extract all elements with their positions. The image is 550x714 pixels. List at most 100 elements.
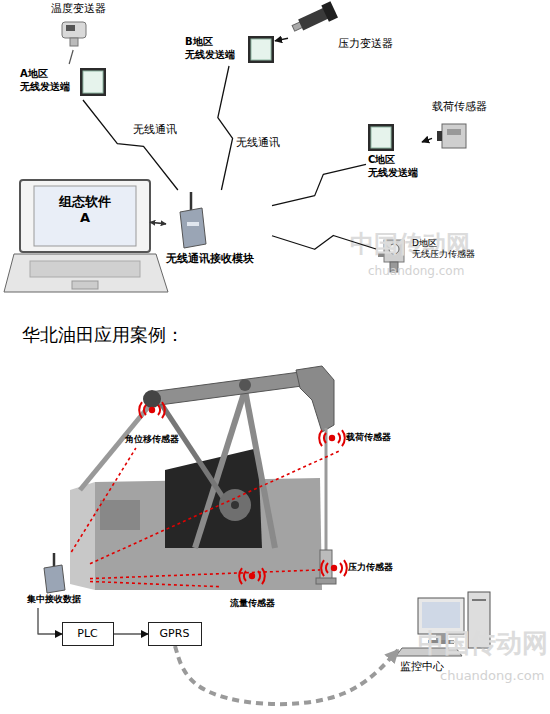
edge-label: 无线通讯 xyxy=(133,123,177,136)
device-stem xyxy=(70,38,78,46)
dashed-connector xyxy=(90,570,320,579)
node-text: 监控中心 xyxy=(400,660,490,674)
device-head xyxy=(321,1,338,22)
connectors xyxy=(38,38,432,704)
crank xyxy=(219,489,251,521)
transmitter-icon xyxy=(248,36,274,63)
arrow-connector xyxy=(38,608,62,634)
laptop-keyboard xyxy=(30,261,140,277)
transmitter-icon xyxy=(80,68,106,96)
receiver-icon xyxy=(180,192,206,248)
transmitter-box: C地区 无线发送端 xyxy=(366,122,422,182)
antenna xyxy=(190,192,193,212)
pressure-sensor: 压力传感器 xyxy=(320,556,420,580)
temperature-transmitter: 温度变送器 xyxy=(45,2,115,50)
temperature-transmitter-icon xyxy=(62,22,86,46)
device-plate xyxy=(447,129,461,135)
node-text: 压力传感器 xyxy=(348,562,418,573)
node-text: 集中接收数据 xyxy=(18,594,90,605)
dashed-connector xyxy=(71,448,136,552)
arrow-connector xyxy=(275,38,288,41)
device-screen xyxy=(66,25,75,31)
transmitter-box: B地区 无线发送端 xyxy=(185,34,275,66)
drive-slot xyxy=(472,599,486,601)
pumpjack-side xyxy=(70,482,95,590)
transmitter-face xyxy=(251,39,271,60)
pressure-sensor: D地区 无线压力传感器 xyxy=(376,232,486,280)
flow-sensor: 流量传感器 xyxy=(220,564,284,612)
watermark: chuandong.com xyxy=(440,668,544,684)
gprs-box: GPRS xyxy=(148,622,202,646)
wellhead-flange xyxy=(316,578,336,584)
pumpjack-motor xyxy=(100,500,140,530)
wireless-link xyxy=(272,164,366,205)
transmitter-frame xyxy=(80,68,106,96)
node-text: 角位移传感器 xyxy=(120,434,184,445)
node-text: A地区 无线发送端 xyxy=(20,68,76,93)
node-text: B地区 无线发送端 xyxy=(185,36,241,61)
node-text: PLC xyxy=(63,627,112,641)
transmitter-face xyxy=(83,71,103,93)
node-text: 载荷传感器 xyxy=(432,100,490,114)
node-text: 流量传感器 xyxy=(220,598,284,609)
wireless-link xyxy=(272,235,376,249)
receiver-body xyxy=(180,208,206,248)
dashed-connector xyxy=(90,450,341,564)
transmitter-box: A地区 无线发送端 xyxy=(20,64,108,100)
device-body xyxy=(62,22,86,38)
monitor-center: 监控中心 xyxy=(398,590,498,674)
edge-label: 无线通讯 xyxy=(236,136,280,149)
arrow-connector xyxy=(150,222,166,224)
section-heading: 华北油田应用案例： xyxy=(22,324,184,346)
pumpjack-illustration xyxy=(70,366,336,590)
samson-post xyxy=(245,390,275,548)
polished-rod xyxy=(325,428,328,552)
receiver-panel xyxy=(187,222,199,226)
arrow-connector xyxy=(114,633,148,634)
load-sensor: 载荷传感器 xyxy=(432,100,490,156)
laptop-icon xyxy=(4,180,168,292)
pressure-transmitter-icon xyxy=(290,1,338,36)
laptop-touchpad xyxy=(72,281,98,289)
walking-beam xyxy=(150,372,302,406)
plc-box: PLC xyxy=(62,622,114,646)
monitor-screen xyxy=(422,602,460,628)
receiver-module: 无线通讯接收模块 xyxy=(166,190,272,268)
transmitter-face xyxy=(371,127,391,148)
pitman-arm xyxy=(160,402,228,505)
watermark: chuandong.com xyxy=(368,264,464,278)
transmitter-frame xyxy=(248,36,274,63)
node-text: 压力变送器 xyxy=(338,37,398,51)
node-text: 载荷传感器 xyxy=(346,432,416,443)
laptop-base xyxy=(4,254,168,292)
angle-sensor: 角位移传感器 xyxy=(120,396,184,448)
arrow-connector xyxy=(422,138,432,142)
wireless-symbol xyxy=(139,402,165,418)
load-sensor-icon xyxy=(437,124,466,148)
wireless-symbol xyxy=(319,430,345,446)
crank-hub xyxy=(231,501,239,509)
watermark: 中国传动网 xyxy=(418,628,548,659)
wireless-link xyxy=(83,100,178,190)
dashed-connector xyxy=(175,646,398,704)
node-text: D地区 无线压力传感器 xyxy=(412,238,486,261)
node-text: 无线通讯接收模块 xyxy=(166,252,272,266)
node-text: 温度变送器 xyxy=(51,2,115,16)
node-text: 组态软件 A xyxy=(56,194,114,227)
wireless-link xyxy=(218,66,233,190)
pumpjack-brace xyxy=(80,405,150,490)
laptop-lid xyxy=(20,180,150,252)
wireless-symbol xyxy=(321,560,347,576)
node-text: C地区 无线发送端 xyxy=(368,154,422,179)
arrow-connector xyxy=(69,50,73,64)
horsehead xyxy=(296,366,334,432)
receiver-body xyxy=(44,565,65,593)
laptop-screen: 组态软件 A xyxy=(20,180,150,252)
beam-bearing xyxy=(239,379,251,391)
transmitter-icon xyxy=(368,124,394,151)
transmitter-frame xyxy=(368,124,394,151)
receiver-icon xyxy=(44,553,65,593)
